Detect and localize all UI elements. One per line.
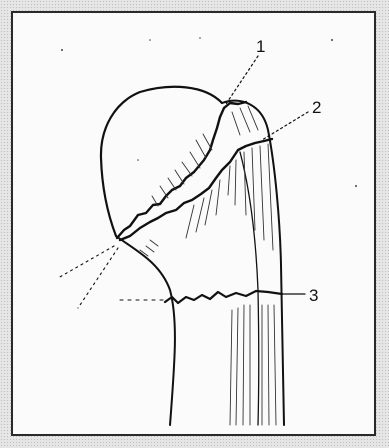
label-1: 1: [256, 37, 265, 56]
fracture-line-2: [120, 139, 272, 240]
tuberosity-outline: [222, 101, 284, 425]
inner-ridge-line: [240, 152, 259, 425]
pointer-line-b: [78, 248, 118, 308]
label-2: 2: [312, 98, 321, 117]
shaft-left-outline: [116, 236, 175, 425]
label-3: 3: [309, 286, 318, 305]
fracture-line-3: [165, 291, 282, 303]
leader-line-2: [262, 112, 308, 140]
pointer-line-a: [58, 246, 114, 278]
leader-line-1: [226, 56, 258, 104]
fracture-line-1: [117, 102, 246, 238]
